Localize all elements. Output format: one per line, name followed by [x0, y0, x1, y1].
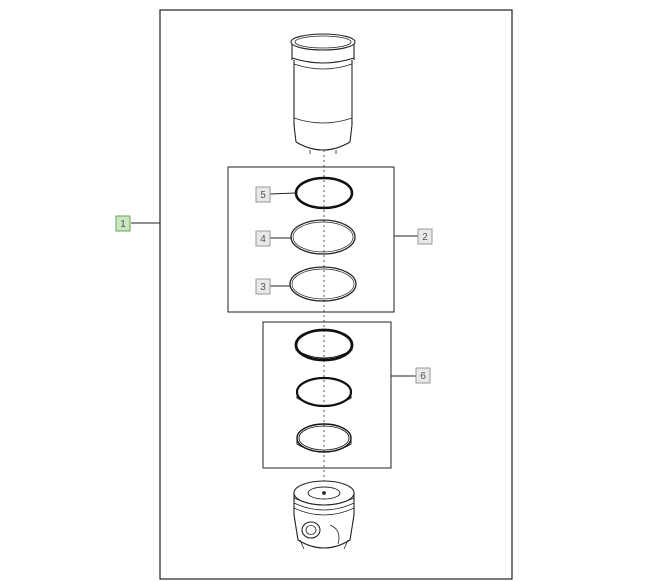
callout-3[interactable]: 3: [255, 278, 271, 295]
callout-3-box: [255, 278, 271, 295]
callout-6-label: 6: [420, 371, 426, 382]
callout-5-box: [255, 186, 271, 203]
callout-1-label: 1: [120, 219, 126, 230]
piston-ring-oil[interactable]: [296, 423, 352, 453]
cylinder-liner-part[interactable]: [290, 33, 356, 154]
callout-4-box: [255, 230, 271, 247]
callout-4[interactable]: 4: [255, 230, 271, 247]
callout-5[interactable]: 5: [255, 186, 271, 203]
seal-ring-large[interactable]: [289, 266, 357, 302]
callout-2[interactable]: 2: [417, 228, 433, 245]
callout-5-label: 5: [260, 190, 266, 201]
callout-1-box: [115, 215, 131, 232]
seal-ring-middle[interactable]: [290, 219, 356, 255]
piston-ring-middle[interactable]: [295, 376, 353, 408]
callout-6-box: [415, 367, 431, 384]
callout-1[interactable]: 1: [115, 215, 131, 232]
leader-line-5: [269, 192, 297, 195]
piston-part[interactable]: [293, 480, 355, 550]
callout-4-label: 4: [260, 234, 266, 245]
callout-2-label: 2: [422, 232, 428, 243]
callout-3-label: 3: [260, 282, 266, 293]
callout-6[interactable]: 6: [415, 367, 431, 384]
seal-ring-top[interactable]: [294, 176, 354, 210]
diagram-frame: [159, 9, 513, 580]
piston-ring-top[interactable]: [294, 328, 354, 362]
callout-2-box: [417, 228, 433, 245]
piston-ring-set-box: [262, 321, 392, 469]
seal-kit-box: [227, 166, 395, 313]
